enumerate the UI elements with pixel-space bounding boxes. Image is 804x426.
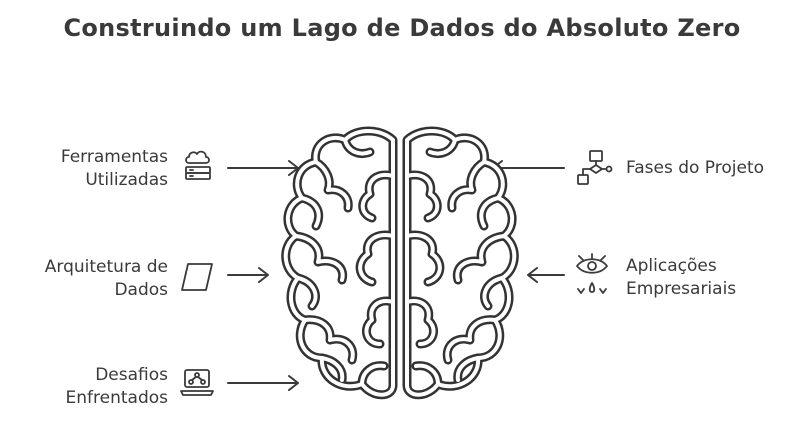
arrow-aplicacoes [527,267,565,283]
parallelogram-icon [181,263,213,291]
diagram-title: Construindo um Lago de Dados do Absoluto… [63,14,741,42]
label-line: Ferramentas [60,147,168,167]
laptop-network-icon [180,369,214,396]
label-desafios-enfrentados: Desafios Enfrentados [10,364,168,410]
label-arquitetura-de-dados: Arquitetura de Dados [10,256,168,302]
label-aplicacoes-empresariais: Aplicações Empresariais [626,255,796,301]
brain-icon [281,126,519,400]
arrow-arquitetura [227,267,269,283]
label-fases-do-projeto: Fases do Projeto [626,157,796,180]
label-line: Empresariais [626,279,737,299]
label-line: Enfrentados [65,388,168,408]
label-line: Fases do Projeto [626,158,765,178]
cloud-server-icon [185,150,211,180]
label-line: Dados [114,280,168,300]
label-line: Utilizadas [85,170,168,190]
flowchart-icon [577,150,613,185]
label-line: Desafios [95,365,168,385]
label-ferramentas-utilizadas: Ferramentas Utilizadas [10,146,168,192]
label-line: Arquitetura de [44,257,168,277]
label-line: Aplicações [626,256,717,276]
eye-analytics-icon [576,253,608,294]
arrow-ferramentas [227,160,299,176]
arrow-desafios [227,375,299,391]
